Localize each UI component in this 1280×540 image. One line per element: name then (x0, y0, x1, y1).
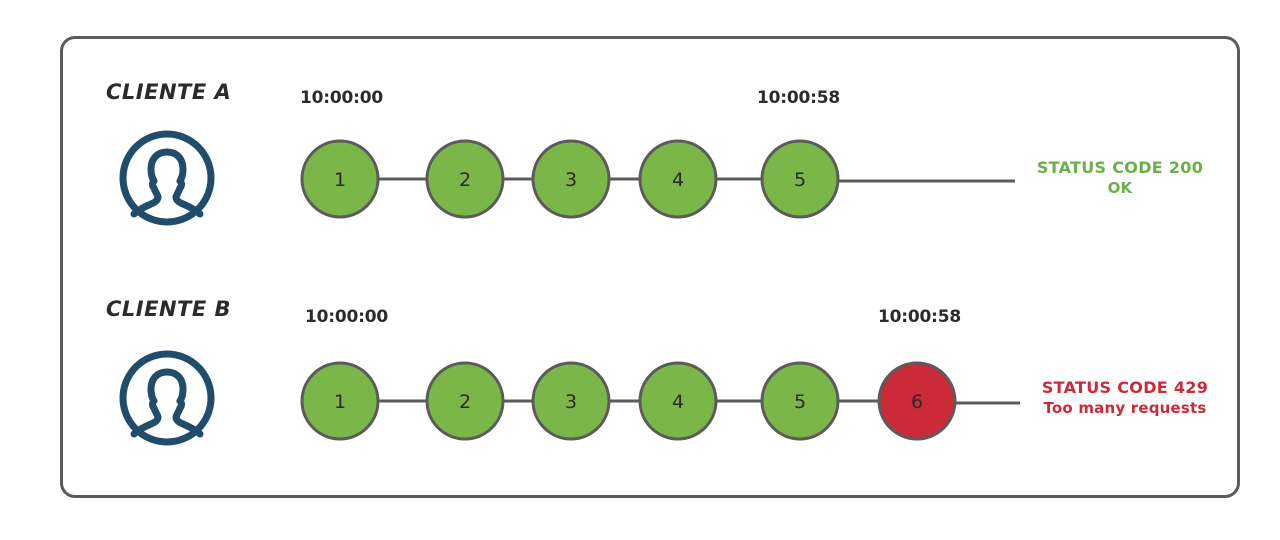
client-a-end-timestamp: 10:00:58 (757, 88, 840, 108)
request-node-number: 5 (794, 169, 806, 191)
request-node[interactable]: 2 (425, 139, 505, 219)
request-node-number: 6 (911, 391, 923, 413)
request-node-number: 3 (565, 169, 577, 191)
client-b-label: CLIENTE B (106, 297, 232, 321)
user-avatar-icon (117, 128, 217, 228)
request-node[interactable]: 4 (638, 361, 718, 441)
request-node-number: 2 (459, 169, 471, 191)
request-node[interactable]: 2 (425, 361, 505, 441)
request-node-number: 4 (672, 391, 684, 413)
client-a-connectors (378, 177, 1015, 183)
request-node-number: 2 (459, 391, 471, 413)
client-a-start-timestamp: 10:00:00 (300, 88, 383, 108)
client-b-nodes: 1 2 3 4 5 6 (300, 361, 957, 441)
client-b-status-code: STATUS CODE 429 (1041, 378, 1209, 397)
client-a-label: CLIENTE A (106, 80, 232, 104)
request-node[interactable]: 4 (638, 139, 718, 219)
client-a-status-code: STATUS CODE 200 (1036, 158, 1204, 177)
request-node-number: 5 (794, 391, 806, 413)
client-b-status-message: Too many requests (1043, 399, 1207, 417)
request-node[interactable]: 5 (760, 361, 840, 441)
client-a-nodes: 1 2 3 4 5 (300, 139, 840, 219)
request-node[interactable]: 5 (760, 139, 840, 219)
request-node-number: 3 (565, 391, 577, 413)
request-node-number: 4 (672, 169, 684, 191)
request-node[interactable]: 1 (300, 139, 380, 219)
request-node-number: 1 (334, 169, 346, 191)
user-avatar-icon (117, 348, 217, 448)
client-b-status-badge: STATUS CODE 429 Too many requests (1025, 378, 1225, 417)
request-node-number: 1 (334, 391, 346, 413)
request-node[interactable]: 1 (300, 361, 380, 441)
client-a-status-message: OK (1107, 179, 1133, 197)
client-b-connectors (378, 399, 1020, 405)
request-node[interactable]: 3 (531, 361, 611, 441)
client-b-start-timestamp: 10:00:00 (305, 307, 388, 327)
client-a-status-badge: STATUS CODE 200 OK (1020, 158, 1220, 197)
request-node[interactable]: 3 (531, 139, 611, 219)
client-b-end-timestamp: 10:00:58 (878, 307, 961, 327)
request-node-rate-limited[interactable]: 6 (877, 361, 957, 441)
